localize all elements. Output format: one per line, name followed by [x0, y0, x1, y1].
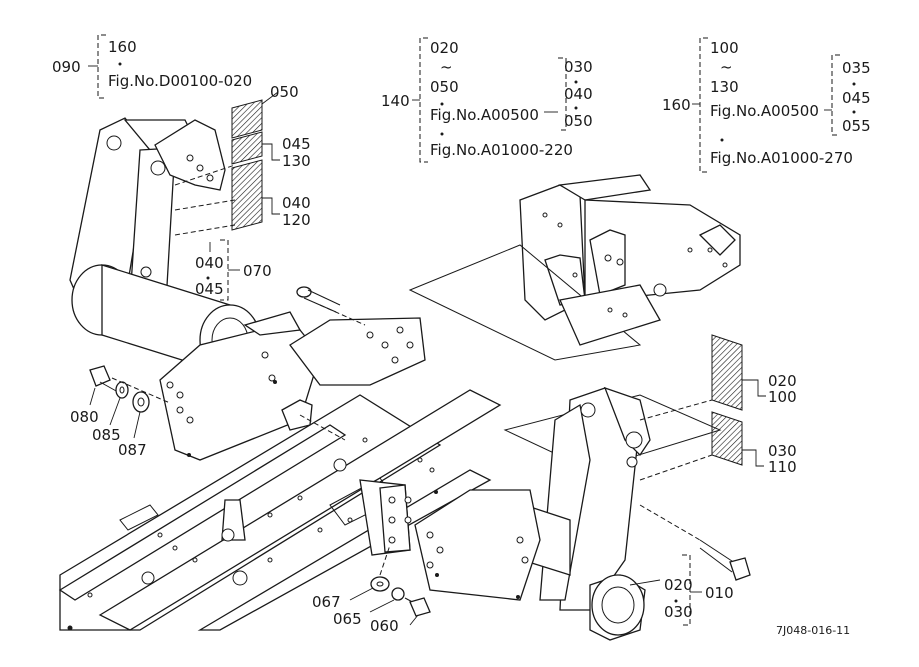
callout-067: 067: [312, 593, 341, 611]
callout-070: 070: [243, 262, 272, 280]
shim-set-upper: [231, 99, 263, 231]
bolt-upper: [296, 286, 341, 313]
group-140-tilde: ~: [440, 58, 453, 76]
group-140-sub-1: 030: [564, 58, 593, 76]
callout-060: 060: [370, 617, 399, 635]
rear-frame-assembly: [408, 174, 741, 361]
group-140-sub-3: 050: [564, 112, 593, 130]
bolt-060: [404, 597, 431, 617]
left-bracket-arm: [69, 117, 426, 461]
callout-120: 120: [282, 211, 311, 229]
callout-045: 045: [282, 135, 311, 153]
group-160-fig1: Fig.No.A00500: [710, 102, 819, 120]
drawing-id: 7J048-016-11: [776, 624, 850, 637]
callout-160: 160: [662, 96, 691, 114]
callout-010: 010: [705, 584, 734, 602]
callout-090: 090: [52, 58, 81, 76]
callout-110: 110: [768, 458, 797, 476]
group-140-fig2: Fig.No.A01000-220: [430, 141, 573, 159]
group-160-tilde: ~: [720, 58, 733, 76]
callout-050: 050: [270, 83, 299, 101]
callout-130: 130: [282, 152, 311, 170]
right-bracket-arm: [414, 386, 722, 641]
frame-rail-assembly: [58, 389, 502, 631]
bolt-080: [89, 365, 119, 393]
group-140-sub-2: 040: [564, 85, 593, 103]
group-160-fig2: Fig.No.A01000-270: [710, 149, 853, 167]
washer-087: [132, 391, 150, 413]
group-140-range-start: 020: [430, 39, 459, 57]
group-090-item-2: Fig.No.D00100-020: [108, 72, 252, 90]
group-010-item-2: 030: [664, 603, 693, 621]
group-140-range-end: 050: [430, 78, 459, 96]
group-070-item-2: 045: [195, 280, 224, 298]
washer-067: [370, 576, 390, 592]
callout-100: 100: [768, 388, 797, 406]
shim-set-lower: [711, 334, 743, 466]
group-140-fig1: Fig.No.A00500: [430, 106, 539, 124]
callout-140: 140: [381, 92, 410, 110]
callout-040: 040: [282, 194, 311, 212]
callout-020: 020: [768, 372, 797, 390]
group-160-range-end: 130: [710, 78, 739, 96]
group-160-sub-1: 035: [842, 59, 871, 77]
group-160-sub-2: 045: [842, 89, 871, 107]
frame-holes: [87, 437, 435, 598]
assembly-centerlines: [111, 164, 713, 576]
callout-030: 030: [768, 442, 797, 460]
group-160-sub-3: 055: [842, 117, 871, 135]
callout-085: 085: [92, 426, 121, 444]
group-010-item-1: 020: [664, 576, 693, 594]
washer-065: [391, 587, 405, 601]
group-160-range-start: 100: [710, 39, 739, 57]
leader-lines: [88, 34, 840, 626]
callout-080: 080: [70, 408, 99, 426]
callout-087: 087: [118, 441, 147, 459]
group-070-item-1: 040: [195, 254, 224, 272]
group-090-item-1: 160: [108, 38, 137, 56]
washer-085: [115, 381, 129, 399]
bolt-right: [639, 504, 751, 581]
callout-065: 065: [333, 610, 362, 628]
